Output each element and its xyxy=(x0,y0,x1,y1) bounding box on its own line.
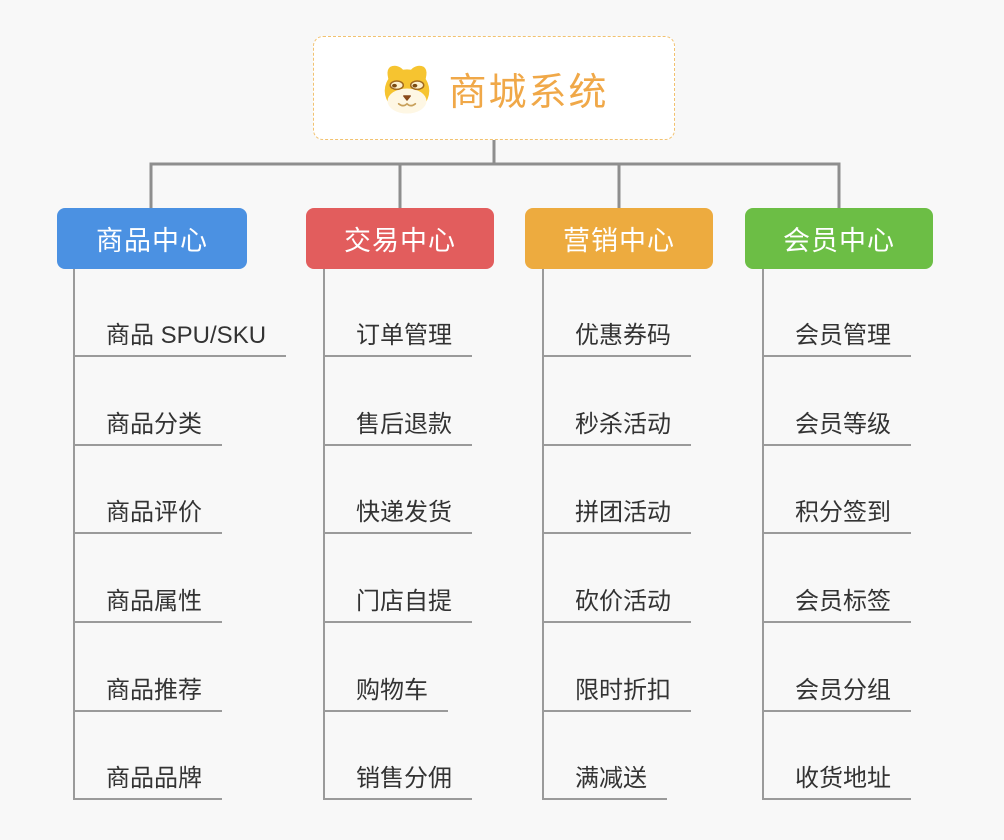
leaf-node[interactable]: 优惠券码 xyxy=(542,323,691,357)
leaf-node[interactable]: 收货地址 xyxy=(762,766,911,800)
leaf-node[interactable]: 售后退款 xyxy=(323,412,472,446)
branch-node-trade-center[interactable]: 交易中心 xyxy=(306,208,494,269)
leaf-node[interactable]: 会员分组 xyxy=(762,678,911,712)
branch-spine-line xyxy=(73,269,75,800)
leaf-node[interactable]: 会员标签 xyxy=(762,589,911,623)
leaf-node[interactable]: 会员等级 xyxy=(762,412,911,446)
leaf-node[interactable]: 商品推荐 xyxy=(73,678,222,712)
root-title: 商城系统 xyxy=(448,71,609,114)
leaf-node[interactable]: 限时折扣 xyxy=(542,678,691,712)
leaf-node[interactable]: 快递发货 xyxy=(323,500,472,534)
leaf-node[interactable]: 商品品牌 xyxy=(73,766,222,800)
leaf-node[interactable]: 商品属性 xyxy=(73,589,222,623)
tree-connector-lines xyxy=(149,137,841,211)
leaf-node[interactable]: 会员管理 xyxy=(762,323,911,357)
leaf-node[interactable]: 订单管理 xyxy=(323,323,472,357)
leaf-node[interactable]: 商品 SPU/SKU xyxy=(73,323,287,357)
leaf-node[interactable]: 砍价活动 xyxy=(542,589,691,623)
leaf-node[interactable]: 商品评价 xyxy=(73,500,222,534)
branch-node-marketing-center[interactable]: 营销中心 xyxy=(525,208,713,269)
leaf-node[interactable]: 购物车 xyxy=(323,678,448,712)
branch-node-product-center[interactable]: 商品中心 xyxy=(57,208,247,269)
leaf-node[interactable]: 门店自提 xyxy=(323,589,472,623)
branch-spine-line xyxy=(762,269,764,800)
leaf-node[interactable]: 积分签到 xyxy=(762,500,911,534)
branch-spine-line xyxy=(323,269,325,800)
leaf-node[interactable]: 满减送 xyxy=(542,766,667,800)
branch-node-member-center[interactable]: 会员中心 xyxy=(745,208,933,269)
leaf-node[interactable]: 拼团活动 xyxy=(542,500,691,534)
shiba-dog-icon xyxy=(379,62,435,114)
leaf-node[interactable]: 秒杀活动 xyxy=(542,412,691,446)
leaf-node[interactable]: 商品分类 xyxy=(73,412,222,446)
leaf-node[interactable]: 销售分佣 xyxy=(323,766,472,800)
branch-spine-line xyxy=(542,269,544,800)
root-node[interactable]: 商城系统 xyxy=(313,36,675,140)
